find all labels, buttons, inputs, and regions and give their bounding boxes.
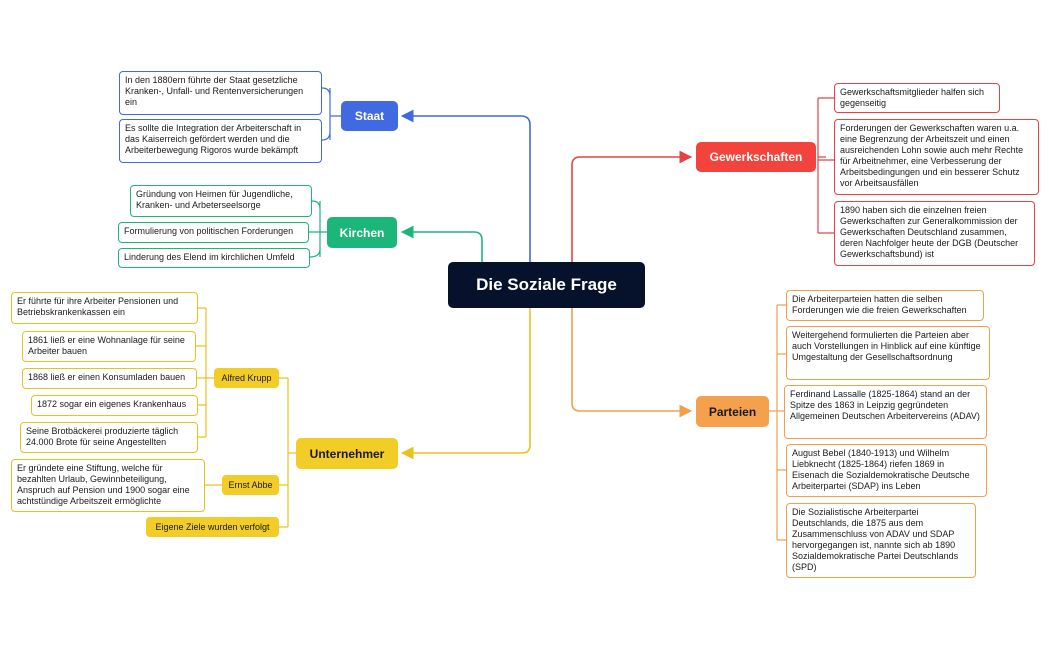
abbe-item-1[interactable]: Er gründete eine Stiftung, welche für be… [11,459,205,512]
line-kirchen [400,225,483,262]
line-gewerkschaften [571,150,693,262]
parteien-item-5[interactable]: Die Sozialistische Arbeiterpartei Deutsc… [786,503,976,578]
branch-gewerkschaften[interactable]: Gewerkschaften [696,142,816,172]
gewerkschaften-item-3[interactable]: 1890 haben sich die einzelnen freien Gew… [834,201,1035,266]
line-parteien [571,308,693,418]
unternehmer-abbe[interactable]: Ernst Abbe [222,475,279,495]
branch-unternehmer[interactable]: Unternehmer [296,438,398,469]
unternehmer-ziele[interactable]: Eigene Ziele wurden verfolgt [146,517,279,537]
krupp-item-4[interactable]: 1872 sogar ein eigenes Krankenhaus [31,395,198,416]
center-topic[interactable]: Die Soziale Frage [448,262,645,308]
kirchen-item-3[interactable]: Linderung des Elend im kirchlichen Umfel… [118,248,310,268]
parteien-item-3[interactable]: Ferdinand Lassalle (1825-1864) stand an … [784,385,987,439]
staat-item-1[interactable]: In den 1880ern führte der Staat gesetzli… [119,71,322,115]
line-staat [400,109,531,262]
parteien-item-4[interactable]: August Bebel (1840-1913) und Wilhelm Lie… [786,444,987,497]
krupp-item-3[interactable]: 1868 ließ er einen Konsumladen bauen [22,368,197,389]
branch-parteien[interactable]: Parteien [696,396,769,427]
krupp-item-1[interactable]: Er führte für ihre Arbeiter Pensionen un… [11,292,198,324]
parteien-item-2[interactable]: Weitergehend formulierten die Parteien a… [786,326,990,380]
gewerkschaften-item-1[interactable]: Gewerkschaftsmitglieder halfen sich gege… [834,83,1000,113]
kirchen-item-1[interactable]: Gründung von Heimen für Jugendliche, Kra… [130,185,312,217]
krupp-item-5[interactable]: Seine Brotbäckerei produzierte täglich 2… [20,422,198,453]
staat-item-2[interactable]: Es sollte die Integration der Arbeitersc… [119,119,322,163]
kirchen-item-2[interactable]: Formulierung von politischen Forderungen [118,222,309,243]
parteien-item-1[interactable]: Die Arbeiterparteien hatten die selben F… [786,290,984,321]
krupp-item-2[interactable]: 1861 ließ er eine Wohnanlage für seine A… [22,331,196,362]
gewerkschaften-item-2[interactable]: Forderungen der Gewerkschaften waren u.a… [834,119,1039,195]
branch-staat[interactable]: Staat [341,101,398,131]
branch-kirchen[interactable]: Kirchen [327,217,397,248]
unternehmer-krupp[interactable]: Alfred Krupp [214,368,279,388]
line-unternehmer [400,308,531,460]
